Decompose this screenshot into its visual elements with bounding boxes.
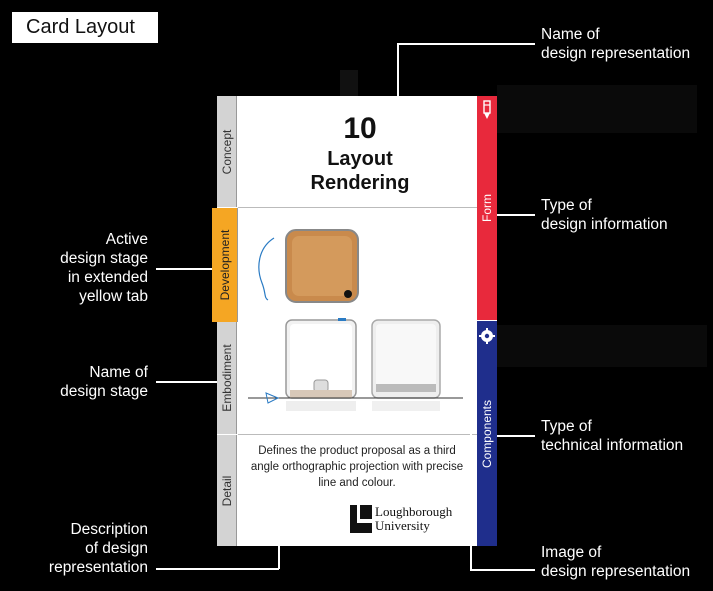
design-card <box>217 96 497 546</box>
annotation-name-of-representation: Name of design representation <box>541 25 690 63</box>
university-logo-icon <box>350 505 372 538</box>
card-name: Layout Rendering <box>260 147 460 195</box>
annotation-line: Active <box>105 231 148 248</box>
annotation-line: representation <box>48 559 148 576</box>
annotation-description: Description of design representation <box>20 520 148 577</box>
annotation-line: design stage <box>60 383 148 400</box>
annotation-line: technical information <box>541 437 684 454</box>
annotation-type-tech-info: Type of technical information <box>541 417 683 455</box>
annotation-line: design stage <box>60 250 148 267</box>
leader-line <box>278 502 280 569</box>
leader-line <box>397 43 399 141</box>
stage-tab-development: Development <box>212 208 238 322</box>
redacted-block <box>497 325 707 367</box>
annotation-active-stage: Active design stage in extended yellow t… <box>20 230 148 306</box>
info-tab-components: Components <box>477 321 497 546</box>
annotation-line: design information <box>541 216 668 233</box>
stage-tab-detail: Detail <box>217 435 237 546</box>
card-description: Defines the product proposal as a third … <box>250 445 464 489</box>
info-tab-form: Form <box>477 96 497 320</box>
stage-tab-label: Development <box>217 229 232 301</box>
product-illustration <box>248 229 463 411</box>
redacted-block <box>340 70 358 96</box>
annotation-line: Type of <box>541 418 592 435</box>
annotation-line: of design <box>85 540 148 557</box>
leader-line <box>497 214 535 216</box>
leader-line <box>156 381 217 383</box>
pen-icon <box>481 100 493 125</box>
annotation-type-design-info: Type of design information <box>541 196 668 234</box>
annotation-image-of-representation: Image of design representation <box>541 543 690 581</box>
card-divider <box>238 434 477 435</box>
redacted-block <box>497 85 697 133</box>
card-number: 10 <box>343 112 377 145</box>
annotation-name-of-stage: Name of design stage <box>20 363 148 401</box>
card-divider <box>238 207 477 208</box>
stage-tab-embodiment: Embodiment <box>217 322 237 434</box>
stage-tab-concept: Concept <box>217 96 237 207</box>
leader-line <box>497 435 535 437</box>
university-name-line: University <box>375 518 430 533</box>
cog-icon <box>479 328 495 349</box>
info-tab-label: Form <box>480 194 494 222</box>
annotation-line: Image of <box>541 544 602 561</box>
leader-line <box>470 569 535 571</box>
stage-tab-label: Concept <box>219 129 234 174</box>
annotation-line: Name of <box>89 364 148 381</box>
annotation-line: Description <box>70 521 148 538</box>
leader-line <box>470 388 472 570</box>
university-name-line: Loughborough <box>375 504 453 519</box>
leader-line <box>156 568 279 570</box>
stage-tab-label: Embodiment <box>219 344 234 412</box>
annotation-line: Name of <box>541 26 600 43</box>
university-name: Loughborough University <box>375 505 452 533</box>
diagram-title: Card Layout <box>12 12 158 43</box>
annotation-line: in extended <box>67 269 148 286</box>
card-name-line: Rendering <box>310 172 410 194</box>
leader-line <box>397 43 535 45</box>
annotation-line: design representation <box>541 563 691 580</box>
info-tab-label: Components <box>480 399 494 468</box>
annotation-line: design representation <box>541 45 691 62</box>
leader-line <box>156 268 212 270</box>
annotation-line: yellow tab <box>79 288 148 305</box>
card-name-line: Layout <box>327 148 393 170</box>
annotation-line: Type of <box>541 197 592 214</box>
stage-tab-label: Detail <box>219 475 234 506</box>
